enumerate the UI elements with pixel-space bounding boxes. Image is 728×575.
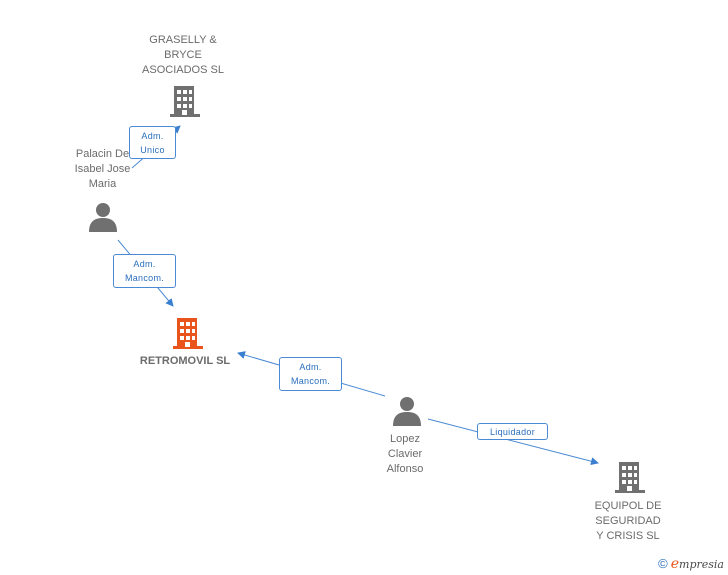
building-icon[interactable] <box>615 462 645 493</box>
node-label-graselly[interactable]: GRASELLY & BRYCE ASOCIADOS SL <box>142 34 224 76</box>
building-icon[interactable] <box>170 84 200 118</box>
person-icon[interactable] <box>89 203 117 232</box>
brand-initial: e <box>670 556 680 572</box>
building-icon-main[interactable] <box>173 318 203 349</box>
edge-label-adm-mancom: Adm. Mancom. <box>279 357 342 391</box>
copyright-symbol: © <box>658 556 668 571</box>
node-label-equipol[interactable]: EQUIPOL DE SEGURIDAD Y CRISIS SL <box>594 500 662 542</box>
edge-label-adm-mancom: Adm. Mancom. <box>113 254 176 288</box>
empresia-logo[interactable]: © empresia <box>658 556 724 572</box>
person-icon[interactable] <box>393 397 421 426</box>
node-label-palacin[interactable]: Palacin De Isabel Jose Maria <box>74 148 131 190</box>
node-label-lopez[interactable]: Lopez Clavier Alfonso <box>386 433 424 475</box>
brand-name: mpresia <box>679 558 724 571</box>
edge-lopez-to-equipol <box>427 418 599 466</box>
edge-label-liquidador: Liquidador <box>477 423 548 440</box>
node-label-retromovil[interactable]: RETROMOVIL SL <box>139 355 231 367</box>
edge-label-adm-unico: Adm. Unico <box>129 126 176 159</box>
